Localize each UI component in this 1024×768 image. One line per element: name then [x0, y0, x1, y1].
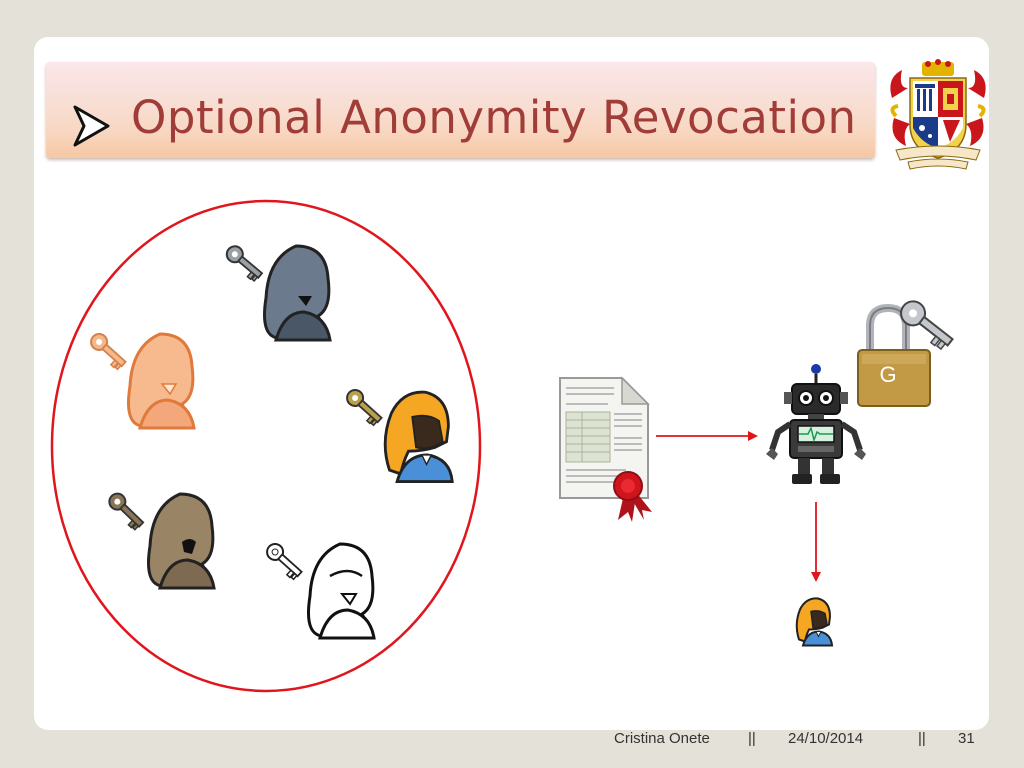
footer-separator: || — [748, 730, 756, 747]
padlock-icon — [857, 300, 954, 407]
group-circle — [50, 199, 482, 693]
footer-page-number: 31 — [958, 730, 975, 747]
footer-author: Cristina Onete — [614, 730, 710, 747]
gray-key-icon — [225, 245, 264, 283]
revealed-user-icon — [795, 597, 834, 647]
bullet-arrow-icon — [73, 105, 110, 147]
footer-separator: || — [918, 730, 926, 747]
robot-icon — [766, 364, 866, 484]
white-key-icon — [266, 542, 303, 581]
footer-date: 24/10/2014 — [788, 730, 864, 747]
blonde-user-icon — [383, 390, 454, 483]
white-user-icon — [307, 542, 376, 640]
peach-user-icon — [127, 332, 196, 430]
signed-document-icon — [559, 376, 650, 499]
university-crest-icon — [890, 59, 986, 170]
brown-user-icon — [147, 492, 216, 590]
wax-seal-icon — [613, 471, 652, 522]
lock-label: G — [879, 362, 897, 387]
brown-key-icon — [108, 492, 145, 531]
title-bar — [46, 62, 875, 158]
gold-key-icon — [346, 388, 383, 427]
slide-title: Optional Anonymity Revocation — [131, 91, 857, 144]
peach-key-icon — [90, 332, 127, 371]
gray-user-icon — [263, 244, 332, 342]
